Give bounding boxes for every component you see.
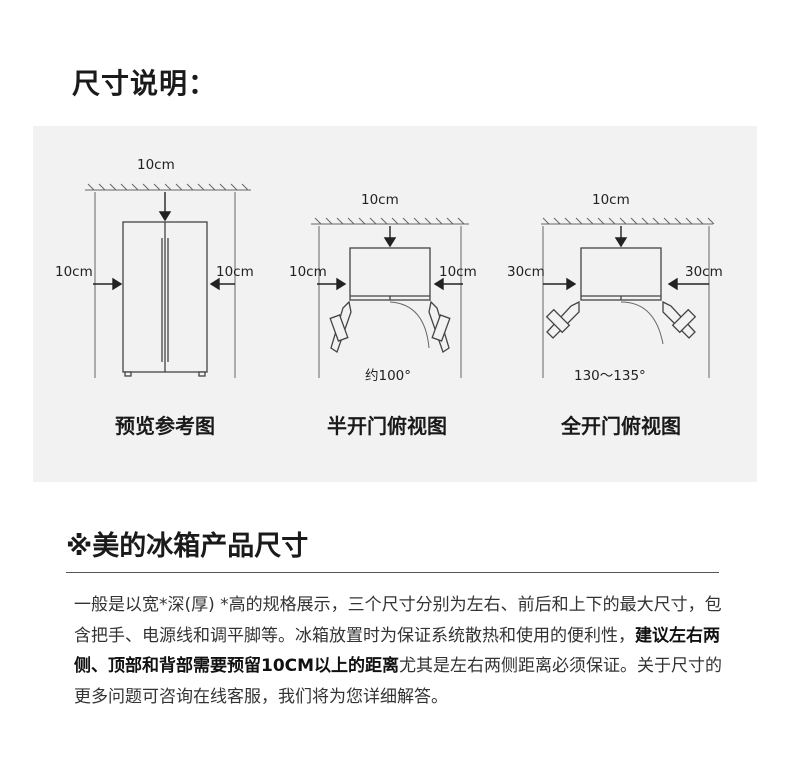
door-angle-label: 约100°: [365, 368, 412, 384]
full-open-view-title: 全开门俯视图: [561, 414, 681, 438]
top-clearance-label: 10cm: [361, 192, 399, 208]
half-open-view-title: 半开门俯视图: [327, 414, 447, 438]
description-emphasis: 建议左右两侧、顶部和背部需要预留10CM以上的距离: [74, 625, 720, 677]
section-divider: [66, 572, 719, 573]
page-title: 尺寸说明：: [72, 67, 218, 100]
front-view-title: 预览参考图: [115, 414, 215, 438]
dimension-diagram-panel: 10cm 10cm 10cm 预览参考图: [33, 126, 757, 482]
size-description: 一般是以宽*深(厚) *高的规格展示，三个尺寸分别为左右、前后和上下的最大尺寸，…: [74, 590, 729, 712]
description-text-end: 尤其是左右两侧距离必须保证。关于尺寸的更多问题可咨询在线客服，我们将为您详细解答…: [74, 656, 723, 707]
right-clearance-label: 10cm: [439, 264, 477, 280]
description-text: 一般是以宽*深(厚) *高的规格展示，三个尺寸分别为左右、前后和上下的最大尺寸，…: [74, 595, 722, 646]
top-clearance-label: 10cm: [592, 192, 630, 208]
section-title: ※美的冰箱产品尺寸: [66, 531, 309, 562]
left-clearance-label: 10cm: [289, 264, 327, 280]
full-open-view-drawing: [541, 217, 715, 378]
half-open-view-diagram: 10cm 10cm 10cm 约100° 半开门俯视图: [273, 126, 513, 482]
left-clearance-label: 10cm: [55, 264, 93, 280]
half-open-view-drawing: [311, 217, 469, 378]
full-open-view-diagram: 10cm 30cm 30cm 130～135° 全开门俯视图: [507, 126, 757, 482]
door-angle-label: 130～135°: [574, 368, 646, 384]
left-clearance-label: 30cm: [507, 264, 545, 280]
front-view-diagram: 10cm 10cm 10cm 预览参考图: [33, 126, 273, 482]
front-view-drawing: [85, 183, 251, 378]
top-clearance-label: 10cm: [137, 157, 175, 173]
right-clearance-label: 10cm: [216, 264, 254, 280]
right-clearance-label: 30cm: [685, 264, 723, 280]
